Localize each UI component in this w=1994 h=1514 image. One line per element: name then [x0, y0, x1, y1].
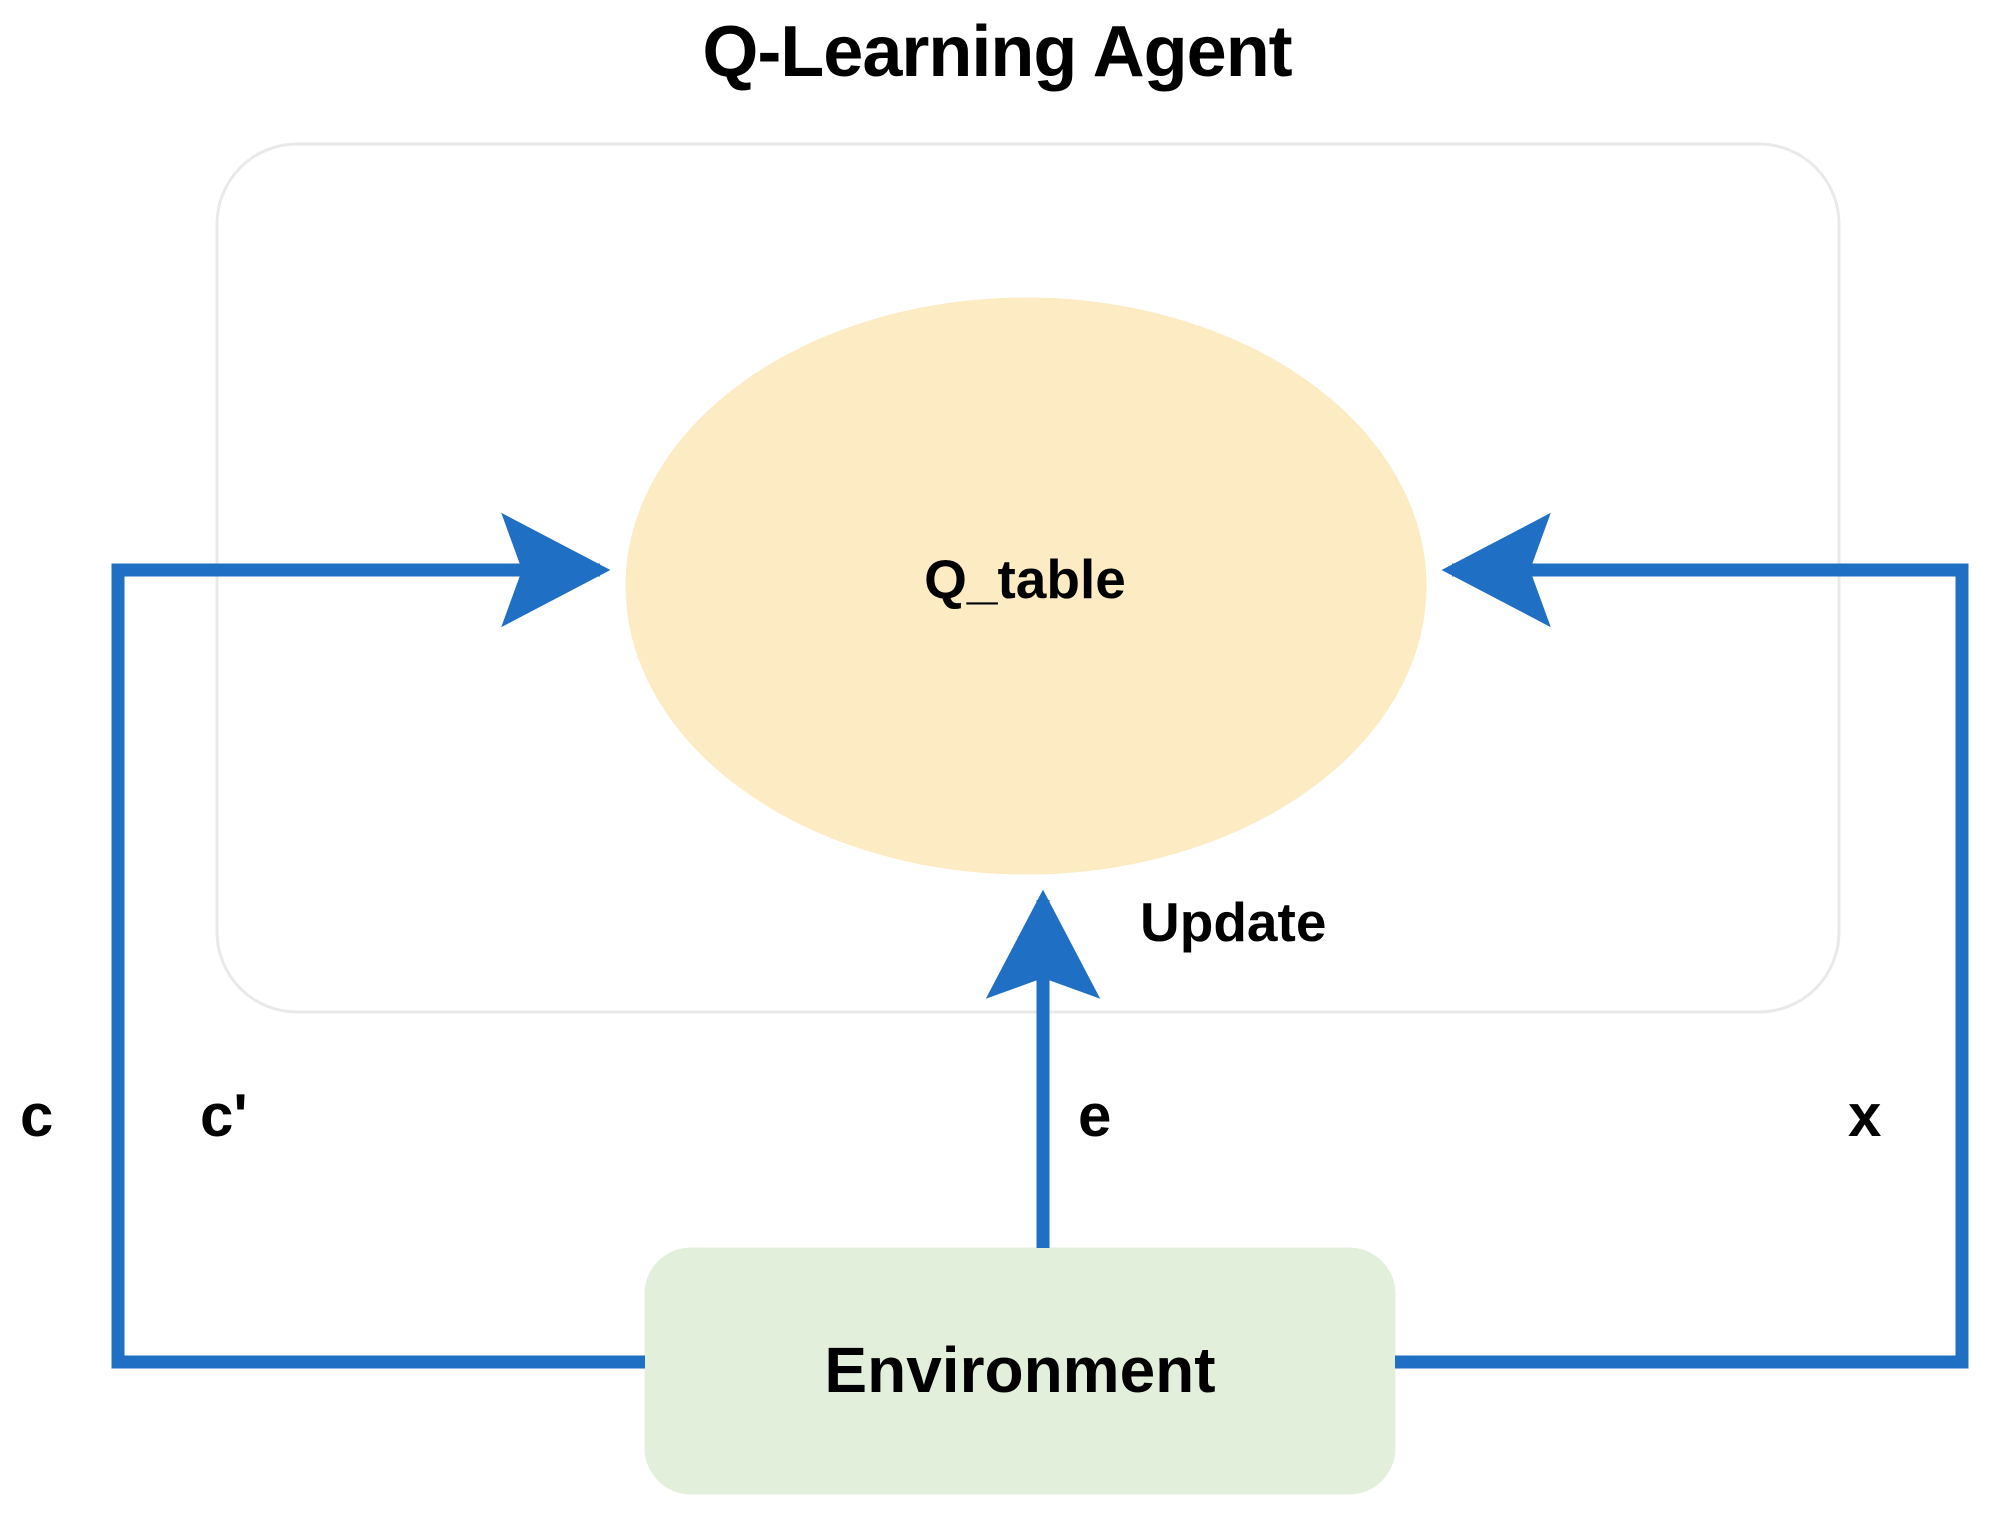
edge-c-prime-line — [111, 512, 645, 1369]
page-title: Q-Learning Agent — [702, 12, 1292, 92]
environment-node-shape[interactable] — [644, 1247, 1396, 1495]
environment-node-label: Environment — [824, 1334, 1216, 1406]
edge-label-e: e — [1078, 1082, 1112, 1149]
edge-label-c-prime: c' — [200, 1082, 248, 1149]
update-edge-label: Update — [1140, 891, 1327, 953]
q-table-node-label: Q_table — [924, 548, 1126, 610]
edge-x-line — [1395, 512, 1969, 1369]
edge-label-c: c — [20, 1082, 54, 1149]
edge-label-x: x — [1848, 1082, 1882, 1149]
q-table-node-shape[interactable] — [625, 297, 1427, 875]
